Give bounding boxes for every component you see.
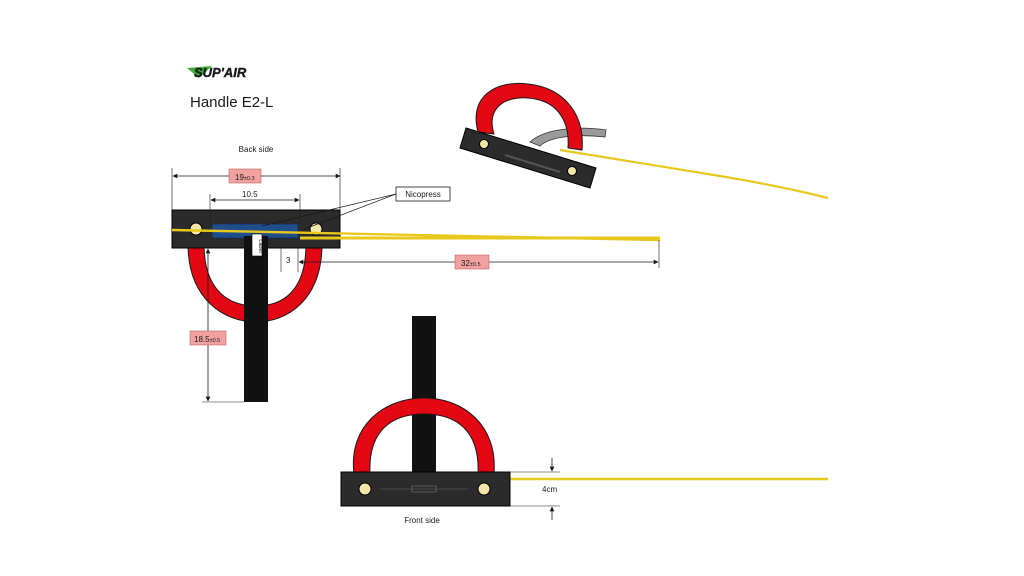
nicopress-leader-2: [301, 193, 397, 231]
dim-box-overall-width: [228, 168, 262, 184]
back-side-view: Back side Label 19±0.3 10.5 Nicopress: [171, 145, 661, 403]
back-plate-hole-left: [189, 222, 203, 236]
back-webbing: [244, 236, 268, 402]
front-plate-hole-left: [358, 482, 372, 496]
dim-box-loop-height: [189, 330, 227, 346]
persp-red-strap: [475, 82, 583, 151]
label-tag-text: Label: [257, 239, 263, 252]
persp-plate: [459, 127, 597, 189]
brand-logo: SUP'AIR: [187, 65, 247, 80]
persp-grey-strap: [529, 127, 607, 147]
nicopress-leader-1: [261, 193, 397, 227]
dim-cable-length-value: 32±0.5: [461, 259, 481, 268]
dim-gap-value: 3: [286, 256, 291, 265]
persp-plate-hole-right: [567, 166, 577, 176]
persp-plate-hole-left: [479, 139, 489, 149]
dim-box-cable-length: [454, 254, 490, 270]
persp-cable: [559, 148, 829, 200]
back-side-label: Back side: [239, 145, 274, 154]
dim-front-offset-value: 4cm: [542, 485, 557, 494]
logo-text: SUP'AIR: [194, 65, 247, 80]
dim-overall-width-value: 19±0.3: [235, 173, 255, 182]
front-plate-hole-right: [477, 482, 491, 496]
front-side-label: Front side: [404, 516, 440, 525]
nicopress-callout-text: Nicopress: [405, 190, 441, 199]
perspective-view: [459, 82, 829, 200]
dim-loop-height-value: 18.5±0.5: [194, 335, 220, 344]
dim-hole-spacing-value: 10.5: [242, 190, 258, 199]
logo-swoosh: [187, 66, 212, 78]
persp-plate-slot: [504, 154, 561, 173]
diagram-title: Handle E2-L: [190, 94, 273, 111]
label-tag: [251, 233, 263, 257]
front-webbing: [412, 316, 436, 474]
front-side-view: Front side 4cm: [340, 316, 828, 525]
